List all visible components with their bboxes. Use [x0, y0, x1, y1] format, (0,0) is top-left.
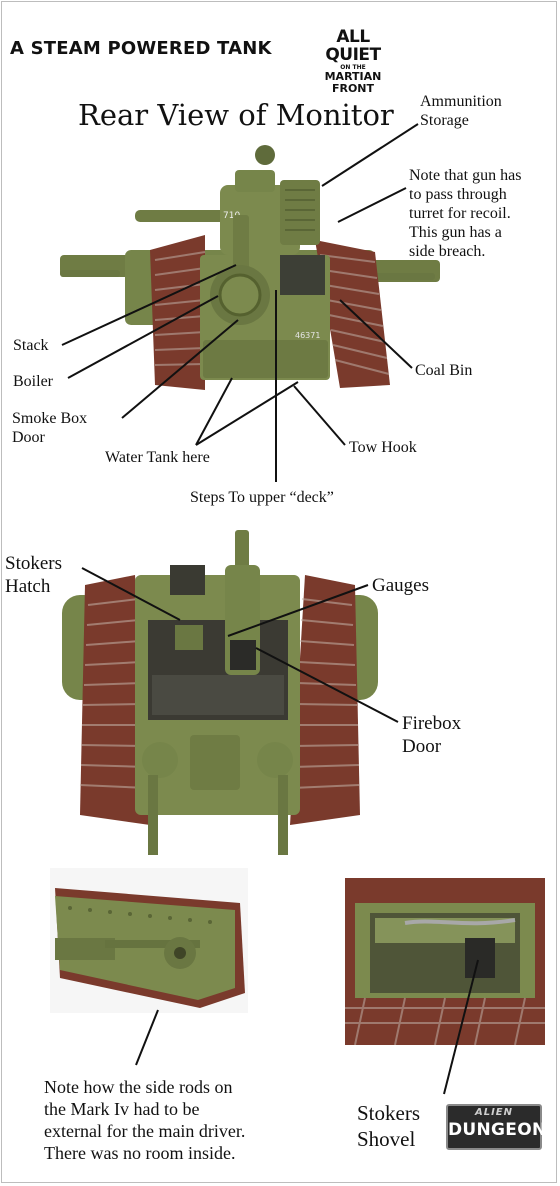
leader-side-rods: [135, 1009, 159, 1066]
leader-gauges: [227, 584, 369, 637]
all-quiet-logo: ALL QUIET ON THE MARTIAN FRONT: [312, 28, 394, 95]
leader-shovel: [443, 959, 479, 1095]
leader-boiler: [67, 295, 219, 379]
alien-dungeon-logo: ALIEN DUNGEON: [446, 1104, 547, 1150]
stokers-hatch-label: Stokers Hatch: [5, 553, 62, 597]
smoke-box-door-label: Smoke Box Door: [12, 410, 88, 446]
leader-firebox: [255, 647, 399, 723]
water-tank-label: Water Tank here: [105, 449, 210, 466]
boiler-label: Boiler: [13, 373, 53, 390]
side-rods-photo: [50, 868, 248, 1013]
rear-view-photo: 710 46371: [55, 140, 445, 390]
tow-hook-label: Tow Hook: [349, 439, 417, 456]
coal-bin-label: Coal Bin: [415, 362, 473, 379]
ammunition-storage-label: Ammunition Storage: [420, 93, 502, 129]
leader-stokers-hatch: [81, 567, 181, 621]
hull-number: 46371: [295, 331, 320, 340]
section-heading: Rear View of Monitor: [78, 98, 394, 132]
logo-line-1: ALL QUIET: [325, 27, 381, 65]
leader-coal-bin: [339, 299, 413, 369]
logo-line-2: ON THE: [340, 64, 366, 71]
steps-label: Steps To upper “deck”: [190, 489, 334, 506]
leader-water-tank-a: [195, 377, 233, 446]
badge-line-1: ALIEN: [474, 1107, 514, 1118]
stokers-shovel-photo: [345, 878, 545, 1045]
side-rods-note: Note how the side rods on the Mark Iv ha…: [44, 1077, 246, 1163]
leader-water-tank-b: [195, 381, 299, 446]
header-title: A STEAM POWERED TANK: [10, 38, 272, 59]
firebox-door-label: Firebox Door: [402, 713, 462, 757]
leader-gun: [337, 187, 407, 223]
leader-smoke-box: [121, 319, 239, 419]
badge-line-2: DUNGEON: [448, 1120, 547, 1140]
turret-number: 710: [223, 211, 240, 221]
leader-tow-hook: [293, 385, 346, 446]
stokers-shovel-label: Stokers Shovel: [357, 1101, 420, 1151]
top-view-photo: [60, 525, 380, 860]
logo-line-3: MARTIAN FRONT: [324, 70, 382, 95]
gun-note-label: Note that gun has to pass through turret…: [409, 167, 522, 260]
leader-ammunition: [321, 123, 419, 187]
leader-stack: [61, 264, 237, 346]
stack-label: Stack: [13, 337, 49, 354]
gauges-label: Gauges: [372, 575, 429, 596]
